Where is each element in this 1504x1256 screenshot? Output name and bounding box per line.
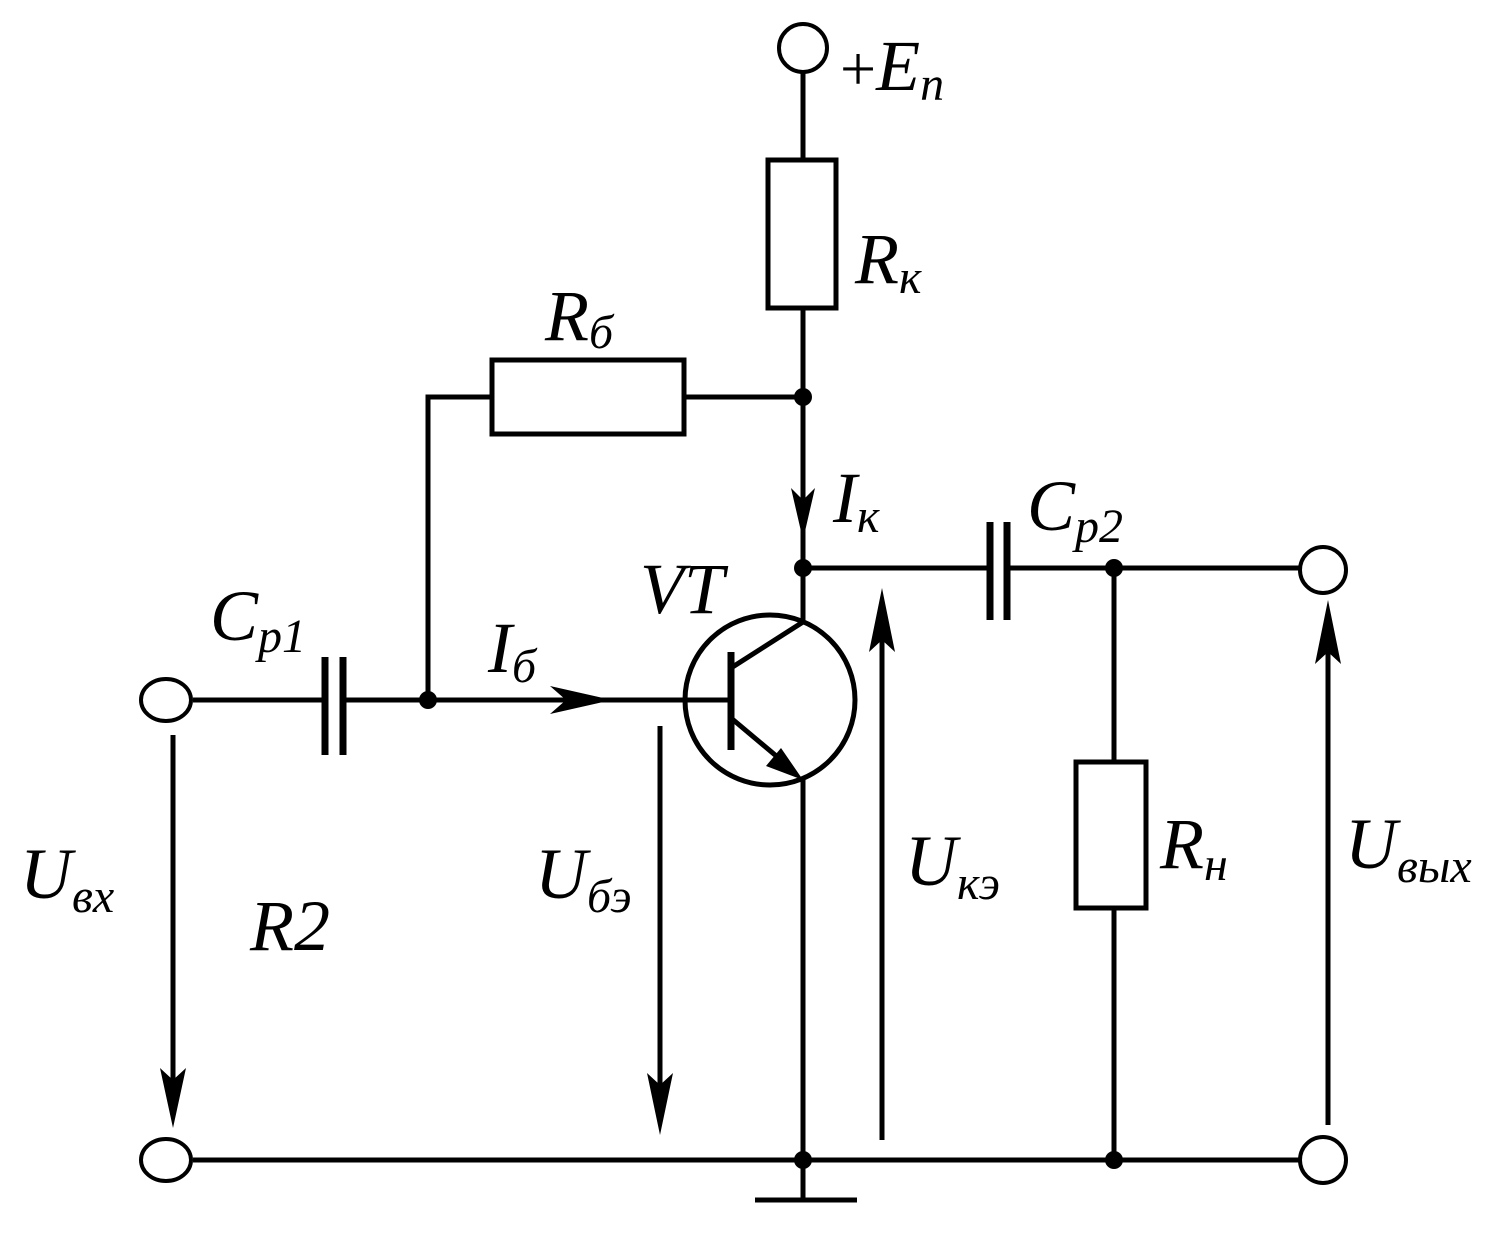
terminal-output-top	[1298, 545, 1348, 595]
transistor-vt	[682, 612, 858, 788]
resistor-rn	[1073, 759, 1149, 911]
junction-output	[1105, 559, 1123, 577]
label-input-voltage: Uвх	[20, 834, 114, 923]
label-output-voltage: Uвых	[1345, 804, 1472, 893]
label-collector-resistor: Rк	[854, 219, 922, 304]
label-base-resistor: Rб	[544, 276, 615, 359]
label-transistor: VT	[640, 549, 729, 629]
label-input-capacitor: Cр1	[210, 576, 306, 663]
terminal-input-bottom	[139, 1137, 193, 1183]
emitter-arrow-icon	[766, 748, 803, 780]
label-extra-resistor: R2	[249, 886, 330, 966]
terminal-input-top	[139, 677, 193, 723]
label-base-current: Iб	[487, 608, 538, 693]
input-voltage-arrow	[160, 735, 186, 1128]
collector-current-arrow-icon	[791, 488, 815, 540]
base-emitter-voltage-arrow	[647, 726, 673, 1135]
output-voltage-arrow	[1315, 600, 1341, 1125]
label-supply-sub: п	[920, 58, 944, 111]
terminal-output-bottom	[1298, 1135, 1348, 1185]
base-current-arrow-icon	[550, 686, 612, 714]
junction-collector	[794, 559, 812, 577]
terminal-supply	[777, 22, 829, 74]
label-output-capacitor: Cр2	[1027, 466, 1123, 553]
wires	[193, 73, 1301, 1203]
label-collector-current: Iк	[832, 458, 880, 543]
junction-base	[419, 691, 437, 709]
label-supply-sign: +	[840, 33, 876, 104]
junction-rb-rk	[794, 388, 812, 406]
junction-load-ground	[1105, 1151, 1123, 1169]
junction-emitter-ground	[794, 1151, 812, 1169]
resistor-rk	[765, 157, 839, 311]
collector-emitter-voltage-arrow	[869, 588, 895, 1140]
label-base-emitter-voltage: Uбэ	[535, 834, 632, 923]
resistor-rb	[489, 357, 687, 437]
label-load-resistor: Rн	[1159, 804, 1228, 891]
label-collector-emitter-voltage: Uкэ	[905, 821, 1000, 910]
capacitor-cp1	[321, 657, 347, 755]
wire-rb-left	[425, 394, 492, 697]
label-supply: +Eп	[840, 26, 944, 111]
capacitor-cp2	[986, 522, 1011, 620]
label-supply-main: E	[875, 26, 920, 106]
